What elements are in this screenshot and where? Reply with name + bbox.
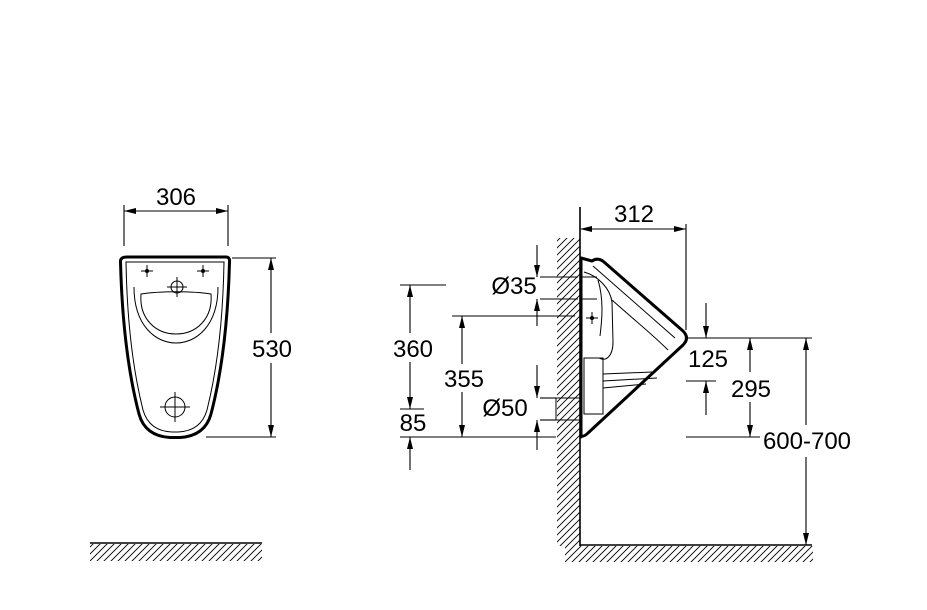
front-inner-outline [125,261,225,433]
depth-label: 312 [614,201,654,228]
front-outlet-icon [160,392,190,422]
side-floor-hatch [565,546,813,562]
rim-offset-label: 125 [688,346,728,373]
side-inlet-stub [581,276,597,300]
outlet-diameter-label: Ø50 [482,395,527,422]
outlet-height-label: 355 [444,366,484,393]
inlet-diameter-label: Ø35 [491,273,536,300]
side-fixing-point-icon [586,312,598,324]
side-rim-inner [592,265,676,339]
side-trap-pipe [602,371,658,389]
side-trap [583,357,604,415]
fixing-point-right-icon [197,265,209,277]
front-bowl-outer [133,286,219,344]
rim-height-label: 600-700 [763,428,851,455]
front-view: 306 530 [90,184,292,561]
rim-to-outlet-label: 295 [731,376,771,403]
side-outlet-pipe [555,397,581,421]
front-height-label: 530 [252,336,292,363]
side-bowl-inner [597,279,603,337]
side-bowl-surface [611,299,669,351]
front-floor-hatch [90,544,262,561]
inlet-height-label: 360 [393,336,433,363]
outlet-offset-label: 85 [400,410,427,437]
side-outline [579,256,688,438]
fixing-point-left-icon [141,265,153,277]
front-bowl-inner [140,291,212,335]
front-inlet-icon [167,277,187,297]
front-width-label: 306 [156,184,196,211]
side-view: 312 Ø35 360 85 355 Ø50 125 [393,201,851,562]
side-bowl-back [583,271,614,360]
wall-hatch [557,238,580,546]
front-outline [118,255,232,439]
